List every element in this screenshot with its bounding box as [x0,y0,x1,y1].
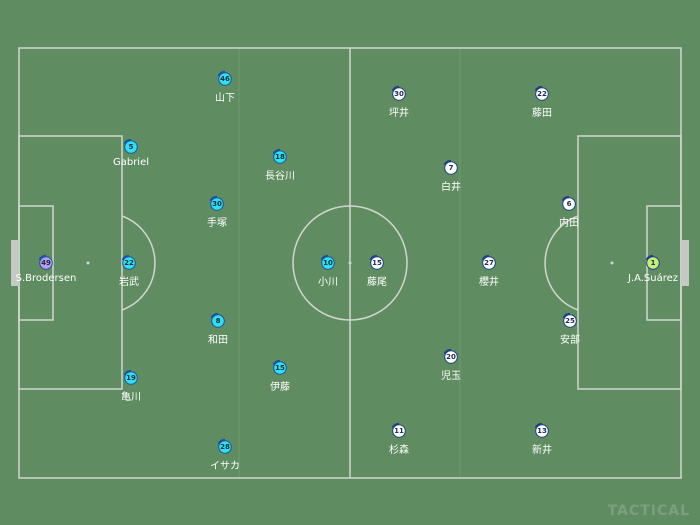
player-number: 15 [372,259,382,267]
player-token-icon [320,254,336,271]
player-token-icon [217,438,233,455]
player-token-icon [391,422,407,439]
player-number: 8 [215,317,221,325]
player-name: 安部 [560,335,580,346]
player-name: 杉森 [389,445,409,456]
player-name: J.A.Suárez [627,273,679,284]
tactical-watermark: TACTICAL [607,503,690,519]
player-name: 新井 [532,445,552,456]
center-circle [292,205,408,321]
player-token-icon [534,422,550,439]
player-number: 49 [41,259,51,267]
player-name: イサカ [210,461,240,472]
player-name: 藤尾 [367,277,387,288]
player-name: 白井 [441,182,461,193]
player-token-icon [123,138,139,155]
player-token-icon [561,195,577,212]
player-name: 長谷川 [265,171,295,182]
left-penalty-spot [86,261,90,265]
player-token-icon [645,254,661,271]
player-name: 山下 [215,93,235,104]
player-number: 1 [650,259,656,267]
player-number: 19 [126,374,136,382]
left-penalty-arc [121,215,156,311]
player-number: 22 [124,259,134,267]
player-number: 25 [565,317,575,325]
player-token-icon [369,254,385,271]
player-number: 30 [394,90,404,98]
player-name: 児玉 [441,371,461,382]
right-penalty-area [577,135,682,390]
player-number: 27 [484,259,494,267]
player-name: 伊藤 [270,382,290,393]
player-name: 櫻井 [479,277,499,288]
player-token-icon [209,195,225,212]
player-token-icon [391,85,407,102]
player-name: 藤田 [532,108,552,119]
player-name: 内田 [559,218,579,229]
player-name: 和田 [208,335,228,346]
right-penalty-spot [610,261,614,265]
player-number: 30 [212,200,222,208]
player-token-icon [121,254,137,271]
player-number: 13 [537,427,547,435]
player-number: 18 [275,153,285,161]
player-name: 小川 [318,277,338,288]
player-token-icon [123,369,139,386]
player-number: 28 [220,443,230,451]
player-name: 坪井 [389,108,409,119]
player-token-icon [38,254,54,271]
left-goal [11,240,19,286]
player-number: 20 [446,353,456,361]
player-token-icon [534,85,550,102]
left-penalty-area [18,135,123,390]
player-number: 15 [275,364,285,372]
player-name: 手塚 [207,218,227,229]
player-number: 6 [566,200,572,208]
player-token-icon [272,359,288,376]
player-number: 10 [323,259,333,267]
player-name: 亀川 [121,392,141,403]
player-number: 46 [220,75,230,83]
player-token-icon [562,312,578,329]
player-token-icon [210,312,226,329]
player-number: 22 [537,90,547,98]
right-penalty-arc [544,215,579,311]
player-token-icon [217,70,233,87]
player-name: Gabriel [112,157,150,168]
player-name: S.Brodersen [15,273,77,284]
center-spot [348,261,352,265]
player-name: 岩武 [119,277,139,288]
player-number: 11 [394,427,404,435]
player-number: 5 [128,143,134,151]
player-token-icon [481,254,497,271]
right-goal [681,240,689,286]
player-token-icon [443,348,459,365]
player-token-icon [272,148,288,165]
player-token-icon [443,159,459,176]
player-number: 7 [448,164,454,172]
